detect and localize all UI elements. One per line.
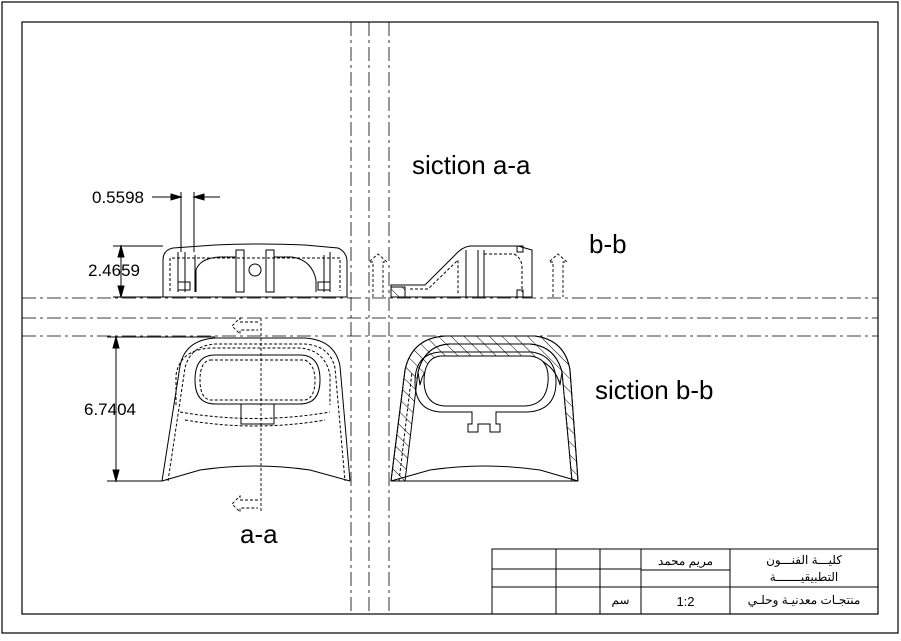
dimension-thickness-value: 0.5598	[92, 188, 144, 207]
unit-label: سم	[611, 593, 630, 607]
plan-view	[161, 337, 351, 482]
dimension-height-plan	[107, 335, 215, 483]
department-name: منتجـات معدنيـة وحلـي	[747, 593, 861, 607]
title-block	[491, 548, 879, 615]
college-name-line2: التطبيقيـــــــة	[769, 570, 839, 584]
student-name: مريم محمد	[657, 554, 714, 568]
section-bb-profile	[390, 245, 533, 298]
college-name-line1: كليـــة الفنـــون	[766, 553, 842, 567]
dimension-height-top-value: 2.4659	[88, 261, 140, 280]
elevation-view	[162, 243, 348, 298]
section-arrows	[231, 253, 569, 514]
dimension-height-top	[113, 244, 163, 299]
aa-marker: a-a	[240, 519, 278, 549]
dimension-thickness	[152, 192, 220, 252]
center-lines	[22, 22, 878, 614]
section-bb-title: siction b-b	[595, 375, 714, 405]
bb-marker: b-b	[589, 229, 627, 259]
section-bb-view	[390, 335, 579, 482]
drawing-scale: 1:2	[676, 594, 695, 609]
dimension-height-plan-value: 6.7404	[84, 400, 136, 419]
section-aa-title: siction a-a	[412, 150, 531, 180]
